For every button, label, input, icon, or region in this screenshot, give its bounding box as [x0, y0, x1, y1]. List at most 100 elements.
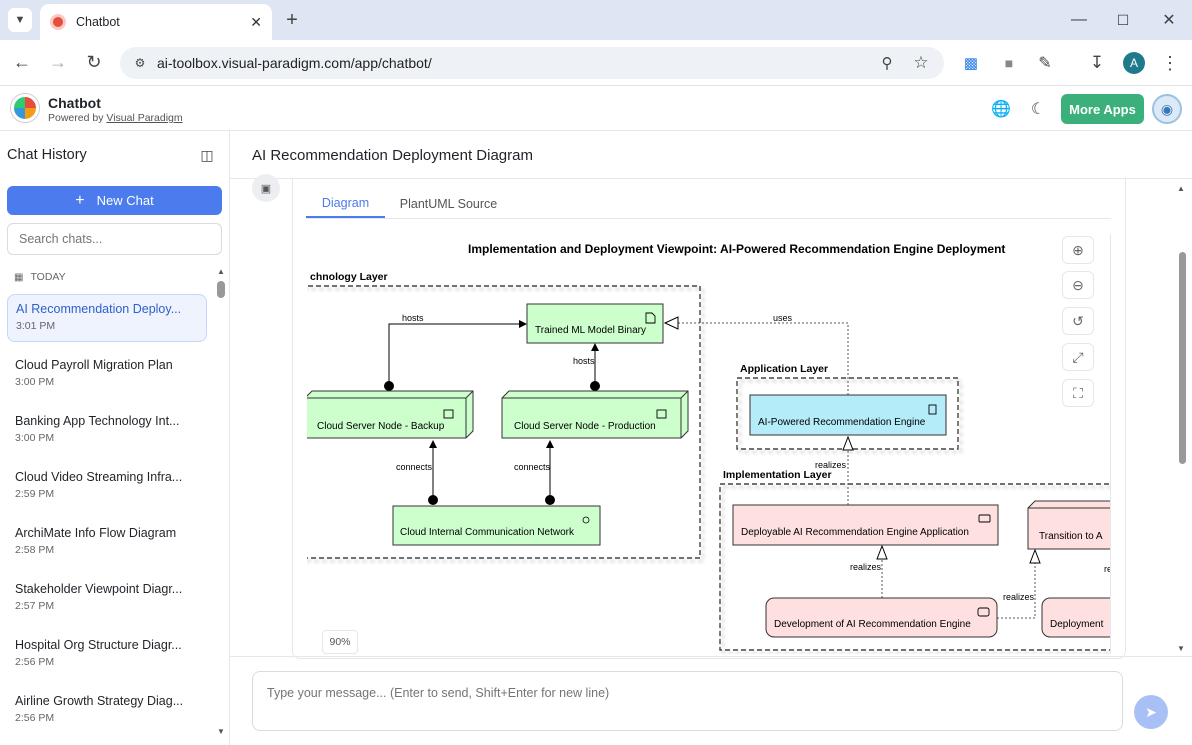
extension-document-icon[interactable]: ▩ [963, 55, 979, 72]
maximize-icon[interactable]: ☐ [1116, 11, 1130, 28]
minimize-icon[interactable]: — [1071, 11, 1087, 28]
new-chat-label: New Chat [96, 193, 154, 208]
work-package-icon [978, 514, 991, 523]
svg-text:Cloud Server Node - Production: Cloud Server Node - Production [514, 421, 656, 432]
back-icon[interactable]: ← [13, 51, 31, 72]
language-globe-icon[interactable]: 🌐 [991, 101, 1011, 118]
chat-item-title: Cloud Video Streaming Infra... [15, 470, 183, 484]
sidebar-title: Chat History [7, 147, 87, 163]
extension-chat-icon[interactable]: ■ [1004, 55, 1014, 71]
application-layer-label: Application Layer [740, 363, 828, 375]
chat-item-time: 2:56 PM [15, 656, 55, 668]
zoom-level-badge: 90% [322, 630, 358, 654]
divider [230, 178, 1192, 179]
sidebar-scrollbar[interactable]: ▲ ▼ [217, 267, 225, 736]
more-apps-button[interactable]: More Apps [1061, 94, 1144, 124]
artifact-icon [645, 312, 656, 324]
send-button[interactable]: ➤ [1134, 695, 1168, 729]
node-trained-ml-model-binary[interactable]: Trained ML Model Binary [526, 303, 664, 344]
chat-item-title: Hospital Org Structure Diagr... [15, 638, 182, 652]
chat-item[interactable]: Cloud Video Streaming Infra... 2:59 PM [7, 463, 207, 511]
toggle-sidebar-icon[interactable]: ◫ [200, 146, 214, 163]
app-logo [11, 94, 39, 122]
edge-label-hosts: hosts [573, 356, 595, 366]
chat-item[interactable]: Banking App Technology Int... 3:00 PM [7, 407, 207, 455]
svg-text:AI-Powered Recommendation Engi: AI-Powered Recommendation Engine [758, 417, 926, 428]
close-window-icon[interactable]: ✕ [1162, 12, 1176, 29]
chat-item-title: Airline Growth Strategy Diag... [15, 694, 184, 708]
tab-favicon-icon [50, 14, 66, 30]
main-scrollbar[interactable]: ▲ ▼ [1177, 184, 1186, 653]
reload-icon[interactable]: ↻ [86, 51, 102, 72]
chat-item[interactable]: Airline Growth Strategy Diag... 2:56 PM [7, 687, 207, 735]
node-development[interactable]: Development of AI Recommendation Engine [765, 597, 998, 638]
chat-item[interactable]: ArchiMate Info Flow Diagram 2:58 PM [7, 519, 207, 567]
chat-item-title: ArchiMate Info Flow Diagram [15, 526, 177, 540]
forward-icon[interactable]: → [49, 51, 67, 72]
chat-item-time: 3:01 PM [16, 320, 56, 332]
technology-layer-group [307, 285, 701, 559]
node-cloud-server-backup[interactable]: Cloud Server Node - Backup [307, 390, 474, 439]
chat-item-active[interactable]: AI Recommendation Deploy... 3:01 PM [7, 294, 207, 342]
extensions-puzzle-icon[interactable]: ✎ [1038, 55, 1052, 72]
bookmark-star-icon[interactable]: ☆ [913, 53, 929, 72]
message-input[interactable] [252, 671, 1123, 731]
assistant-bot-icon: ▣ [252, 174, 280, 202]
reset-zoom-icon[interactable]: ↺ [1062, 307, 1094, 335]
browser-toolbar: ← → ↻ ⚙ ai-toolbox.visual-paradigm.com/a… [0, 40, 1192, 86]
zoom-icon[interactable]: ⚲ [881, 55, 893, 72]
address-bar[interactable]: ⚙ ai-toolbox.visual-paradigm.com/app/cha… [120, 47, 944, 79]
node-deployable-application[interactable]: Deployable AI Recommendation Engine Appl… [732, 504, 999, 546]
node-icon [443, 409, 454, 419]
zoom-out-icon[interactable]: ⊖ [1062, 271, 1094, 299]
tab-diagram[interactable]: Diagram [306, 189, 385, 218]
search-chats-input[interactable] [7, 223, 222, 255]
profile-avatar[interactable]: A [1123, 52, 1145, 74]
chat-item[interactable]: Hospital Org Structure Diagr... 2:56 PM [7, 631, 207, 679]
vendor-link[interactable]: Visual Paradigm [106, 112, 183, 124]
chat-item-time: 2:59 PM [15, 488, 55, 500]
edge-label-connects: connects [514, 462, 551, 472]
browser-tab-strip: ▼ Chatbot ✕ + — ☐ ✕ [0, 0, 1192, 40]
component-icon [928, 404, 937, 415]
fullscreen-icon[interactable]: ⛶ [1062, 379, 1094, 407]
edge-label-uses: uses [773, 313, 793, 323]
technology-layer-label: chnology Layer [310, 271, 388, 283]
chat-item-title: Stakeholder Viewpoint Diagr... [15, 582, 183, 596]
node-ai-recommendation-engine[interactable]: AI-Powered Recommendation Engine [749, 394, 947, 436]
svg-text:Trained ML Model Binary: Trained ML Model Binary [535, 325, 646, 336]
edge-label-hosts: hosts [402, 313, 424, 323]
site-info-icon[interactable]: ⚙ [134, 56, 146, 70]
node-transition[interactable]: Transition to A [1027, 500, 1111, 550]
close-tab-icon[interactable]: ✕ [250, 13, 262, 30]
node-communication-network[interactable]: Cloud Internal Communication Network [392, 505, 601, 546]
work-package-icon [977, 607, 990, 617]
node-cloud-server-production[interactable]: Cloud Server Node - Production [501, 390, 689, 439]
tab-plantuml-source[interactable]: PlantUML Source [399, 196, 498, 211]
chat-item-time: 3:00 PM [15, 432, 55, 444]
bot-avatar[interactable]: ◉ [1152, 94, 1182, 124]
new-tab-icon[interactable]: + [286, 8, 298, 31]
chat-item[interactable]: Stakeholder Viewpoint Diagr... 2:57 PM [7, 575, 207, 623]
chat-item-time: 3:00 PM [15, 376, 55, 388]
zoom-in-icon[interactable]: ⊕ [1062, 236, 1094, 264]
browser-menu-icon[interactable]: ⋮ [1161, 52, 1179, 73]
implementation-layer-group [719, 483, 1111, 651]
new-chat-button[interactable]: + New Chat [7, 186, 222, 215]
browser-tab[interactable]: Chatbot ✕ [40, 4, 272, 40]
chat-item-title: Banking App Technology Int... [15, 414, 180, 428]
edge-realizes-transition [997, 563, 1036, 619]
svg-text:Transition to A: Transition to A [1039, 531, 1103, 542]
download-icon[interactable]: ↧ [1089, 53, 1105, 72]
node-icon [656, 409, 667, 419]
edge-label-realizes-partial: re [1104, 564, 1111, 574]
node-deployment[interactable]: Deployment [1041, 597, 1111, 638]
tab-search-button[interactable]: ▼ [8, 8, 32, 32]
edge-hosts-backup [388, 323, 521, 386]
dark-mode-moon-icon[interactable]: ☾ [1030, 101, 1046, 118]
powered-by-label: Powered by [48, 112, 104, 124]
chat-item-title: Cloud Payroll Migration Plan [15, 358, 173, 372]
fit-to-view-icon[interactable]: ⤢ [1062, 343, 1094, 371]
diagram-title: Implementation and Deployment Viewpoint:… [468, 242, 1005, 256]
chat-item[interactable]: Cloud Payroll Migration Plan 3:00 PM [7, 351, 207, 399]
